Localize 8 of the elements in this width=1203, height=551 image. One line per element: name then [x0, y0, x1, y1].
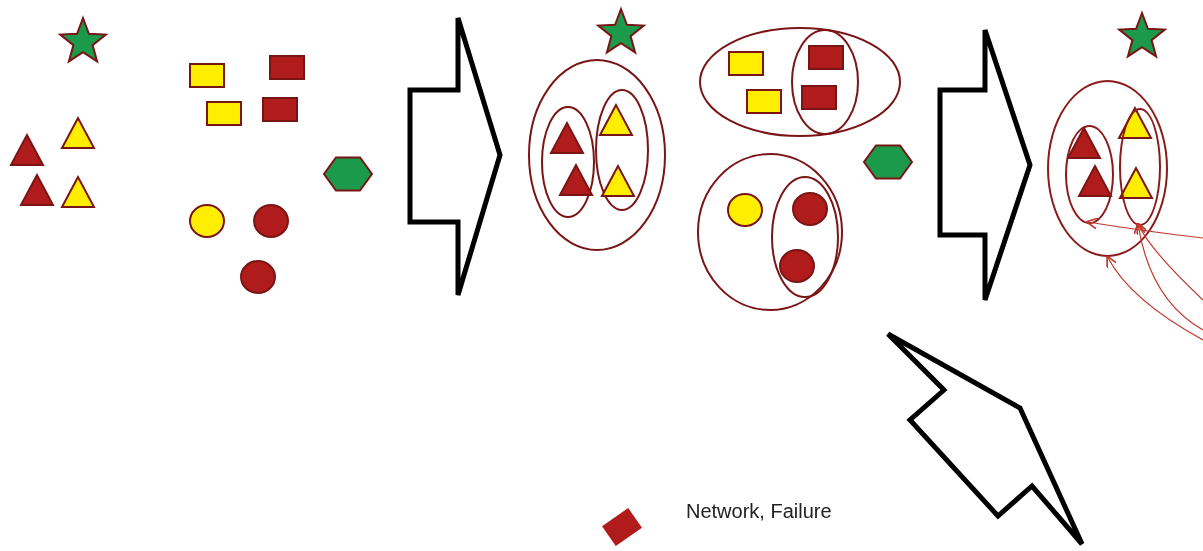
cluster-ellipse: [1065, 125, 1114, 224]
leader-arrow: [1136, 222, 1203, 301]
leader-arrow: [1085, 217, 1203, 239]
cluster-ellipse: [1119, 108, 1161, 226]
cluster-ellipse: [1047, 80, 1168, 257]
legend-label: Network, Failure: [686, 500, 832, 523]
leader-arrow: [1106, 255, 1203, 341]
leader-arrow: [1133, 222, 1203, 331]
